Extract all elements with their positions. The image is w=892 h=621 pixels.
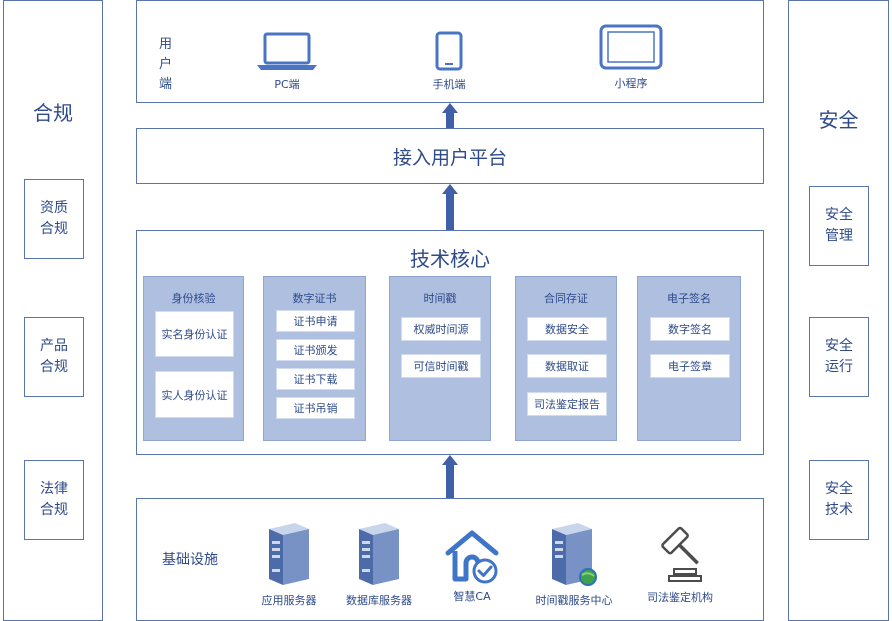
infra-smart-ca-label: 智慧CA bbox=[453, 590, 491, 603]
chip-cert-apply: 证书申请 bbox=[276, 310, 355, 332]
infra-db-server-label: 数据库服务器 bbox=[346, 594, 412, 607]
infra-timestamp-center-label: 时间戳服务中心 bbox=[535, 594, 613, 607]
arrow-up-3 bbox=[442, 455, 458, 508]
compliance-item-qualification: 资质合规 bbox=[24, 179, 84, 259]
server-icon bbox=[269, 523, 309, 585]
infrastructure-title: 基础设施 bbox=[162, 552, 218, 568]
access-platform-box: 接入用户平台 bbox=[136, 128, 764, 184]
tablet-icon bbox=[599, 24, 663, 70]
chip-cert-revoke: 证书吊销 bbox=[276, 397, 355, 419]
infra-app-server-label: 应用服务器 bbox=[261, 594, 317, 607]
panel-identity: 身份核验 实名身份认证 实人身份认证 bbox=[143, 276, 244, 441]
device-miniprogram: 小程序 bbox=[595, 23, 667, 91]
device-miniprogram-label: 小程序 bbox=[614, 77, 648, 90]
device-phone: 手机端 bbox=[417, 31, 481, 92]
device-phone-label: 手机端 bbox=[432, 78, 466, 91]
infra-judicial-institution: 司法鉴定机构 bbox=[635, 525, 725, 605]
panel-identity-title: 身份核验 bbox=[171, 292, 216, 305]
security-item-operation: 安全运行 bbox=[809, 317, 869, 397]
panel-contract: 合同存证 数据安全 数据取证 司法鉴定报告 bbox=[515, 276, 617, 441]
phone-icon bbox=[435, 31, 463, 71]
laptop-icon bbox=[257, 32, 317, 70]
security-item-management: 安全管理 bbox=[809, 186, 869, 266]
infra-timestamp-center: 时间戳服务中心 bbox=[529, 521, 619, 608]
timestamp-server-icon bbox=[552, 523, 597, 586]
chip-realperson-auth: 实人身份认证 bbox=[155, 371, 234, 418]
chip-realname-auth: 实名身份认证 bbox=[155, 311, 234, 357]
tech-core-title: 技术核心 bbox=[410, 247, 490, 271]
access-platform-title: 接入用户平台 bbox=[392, 146, 507, 169]
infrastructure-box: 基础设施 应用服务器 数据库服务器 bbox=[136, 498, 764, 621]
user-end-box: 用户端 PC端 手机端 小程序 bbox=[136, 0, 764, 103]
chip-electronic-seal: 电子签章 bbox=[650, 354, 730, 378]
panel-contract-title: 合同存证 bbox=[544, 292, 588, 305]
chip-authority-time: 权威时间源 bbox=[401, 317, 481, 341]
tech-core-box: 技术核心 身份核验 实名身份认证 实人身份认证 数字证书 证书申请 证书颁发 证… bbox=[136, 230, 764, 455]
device-pc: PC端 bbox=[252, 31, 322, 92]
infra-db-server: 数据库服务器 bbox=[339, 521, 419, 608]
panel-esignature: 电子签名 数字签名 电子签章 bbox=[637, 276, 741, 441]
chip-judicial-report: 司法鉴定报告 bbox=[527, 392, 607, 416]
arrow-up-1 bbox=[442, 103, 458, 138]
security-item-technology: 安全技术 bbox=[809, 460, 869, 540]
chip-data-security: 数据安全 bbox=[527, 317, 607, 341]
infra-app-server: 应用服务器 bbox=[249, 521, 329, 608]
chip-trusted-timestamp: 可信时间戳 bbox=[401, 354, 481, 378]
security-title: 安全 bbox=[818, 108, 859, 132]
gavel-icon bbox=[661, 526, 702, 582]
chip-cert-issue: 证书颁发 bbox=[276, 339, 355, 361]
panel-certificate-title: 数字证书 bbox=[292, 292, 337, 305]
database-server-icon bbox=[359, 523, 399, 585]
compliance-item-product: 产品合规 bbox=[24, 317, 84, 397]
panel-timestamp-title: 时间戳 bbox=[423, 292, 457, 305]
infra-judicial-institution-label: 司法鉴定机构 bbox=[647, 591, 713, 604]
compliance-column: 合规 资质合规 产品合规 法律合规 bbox=[3, 0, 103, 621]
smart-ca-icon bbox=[445, 530, 499, 584]
chip-data-forensics: 数据取证 bbox=[527, 354, 607, 378]
chip-cert-download: 证书下载 bbox=[276, 368, 355, 390]
panel-certificate: 数字证书 证书申请 证书颁发 证书下载 证书吊销 bbox=[263, 276, 366, 441]
infra-smart-ca: 智慧CA bbox=[437, 527, 507, 604]
panel-timestamp: 时间戳 权威时间源 可信时间戳 bbox=[389, 276, 491, 441]
user-end-label: 用户端 bbox=[159, 37, 173, 92]
security-column: 安全 安全管理 安全运行 安全技术 bbox=[788, 0, 889, 621]
device-pc-label: PC端 bbox=[274, 78, 300, 91]
panel-esignature-title: 电子签名 bbox=[667, 292, 711, 305]
compliance-title: 合规 bbox=[33, 101, 73, 125]
chip-digital-signature: 数字签名 bbox=[650, 317, 730, 341]
compliance-item-legal: 法律合规 bbox=[24, 460, 84, 540]
arrow-up-2 bbox=[442, 184, 458, 230]
